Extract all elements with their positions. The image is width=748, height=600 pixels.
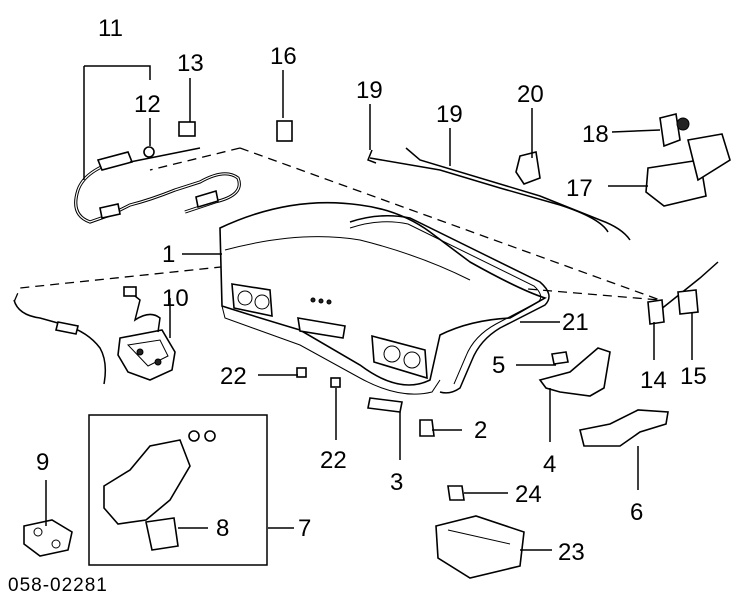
callout-20: 20 (517, 81, 544, 108)
callout-19-right: 19 (436, 101, 463, 128)
hinge (538, 347, 669, 447)
callout-21: 21 (562, 309, 589, 336)
latch-assembly (117, 286, 176, 381)
trunk-lid (219, 201, 547, 395)
weatherstrip (349, 215, 550, 394)
callout-22-bottom: 22 (320, 447, 347, 474)
callout-10: 10 (162, 285, 189, 312)
callout-12: 12 (134, 91, 161, 118)
callout-24: 24 (515, 481, 542, 508)
callout-17: 17 (566, 175, 593, 202)
body-outline (13, 147, 661, 303)
callout-11: 11 (98, 15, 123, 42)
callout-13: 13 (177, 50, 204, 77)
diagram-code: 058-02281 (8, 575, 108, 596)
callout-9: 9 (36, 449, 49, 476)
callout-14: 14 (640, 367, 667, 394)
torsion-bars (367, 147, 631, 241)
leader-lines (45, 65, 693, 551)
callout-3: 3 (390, 469, 403, 496)
callout-23: 23 (558, 539, 585, 566)
detail-inset (88, 414, 268, 566)
callout-5: 5 (492, 352, 505, 379)
lock-cylinder (645, 113, 731, 207)
opener-cable (74, 146, 241, 224)
callout-2: 2 (474, 417, 487, 444)
callout-6: 6 (630, 499, 643, 526)
right-cable (647, 261, 719, 325)
callout-18: 18 (582, 121, 609, 148)
callout-16: 16 (270, 43, 297, 70)
callout-8: 8 (216, 515, 229, 542)
bracket-20 (515, 151, 541, 185)
callout-19-left: 19 (356, 77, 383, 104)
callout-22-left: 22 (220, 363, 247, 390)
callout-4: 4 (543, 451, 556, 478)
small-fasteners (178, 120, 569, 437)
callout-7: 7 (298, 515, 311, 542)
callout-1: 1 (162, 241, 175, 268)
callout-labels: 1 2 3 4 5 6 7 8 9 10 11 12 13 14 15 16 1… (8, 15, 707, 596)
callout-15: 15 (680, 363, 707, 390)
bracket-9 (23, 519, 73, 557)
lower-cable (13, 299, 107, 385)
trunk-light (435, 485, 525, 579)
